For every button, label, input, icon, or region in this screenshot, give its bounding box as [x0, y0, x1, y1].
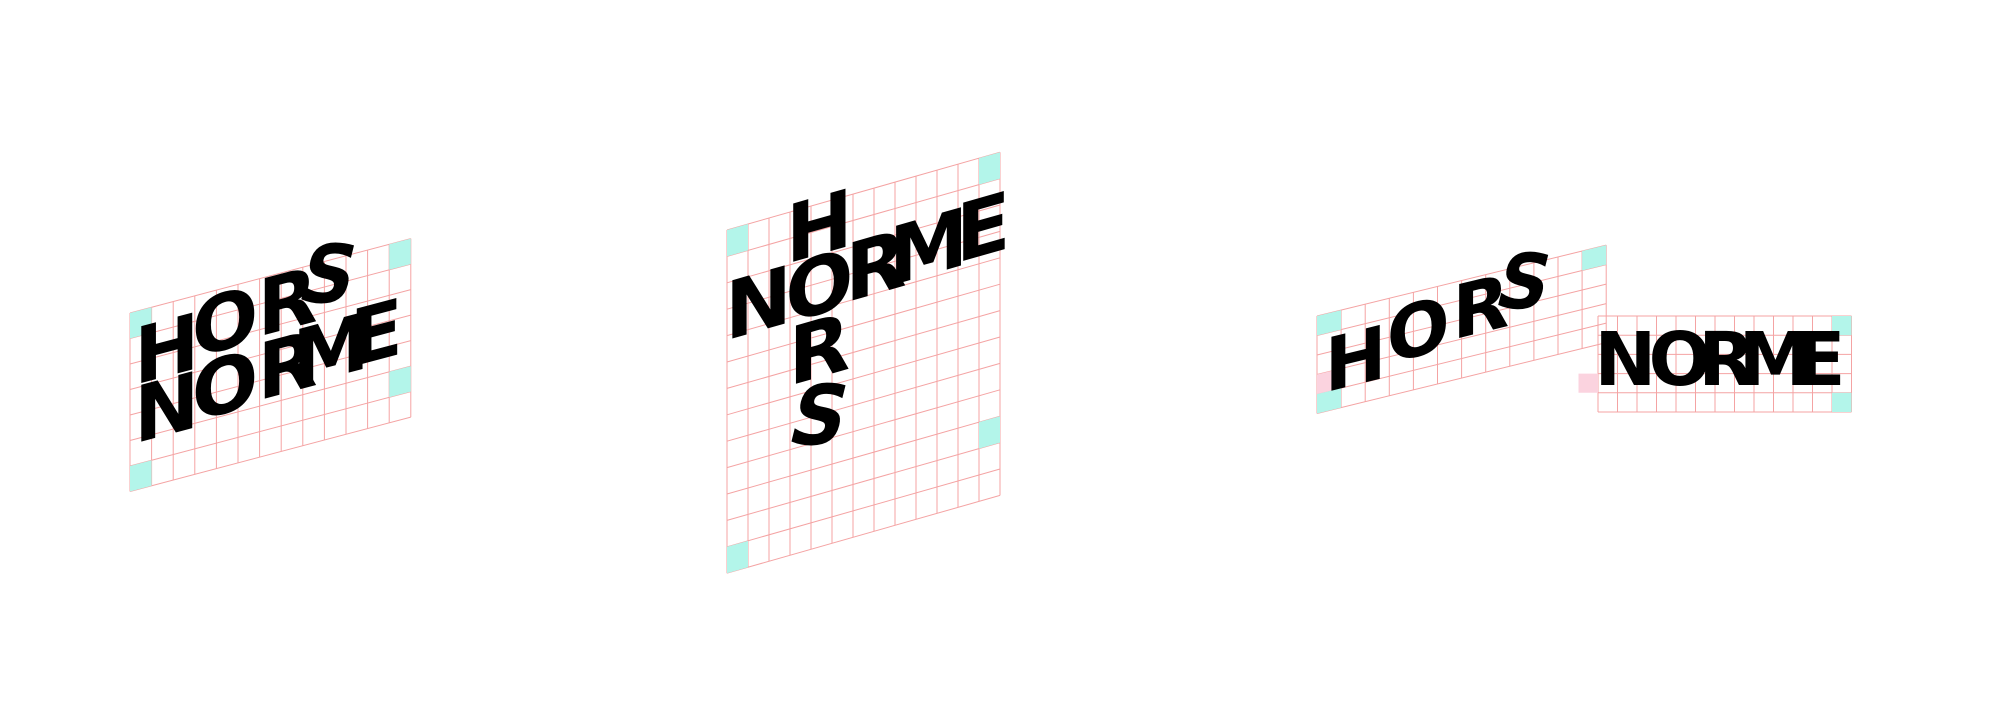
corner-marker: [1582, 245, 1607, 271]
grid-row-line: [129, 314, 411, 390]
letter-o: O: [1387, 279, 1450, 381]
letter-r: R: [789, 295, 851, 406]
letter-m: M: [292, 294, 370, 406]
secondary-marker: [1578, 373, 1598, 393]
letter-m: M: [889, 190, 969, 306]
letter-o: O: [1648, 317, 1711, 403]
letter-n: N: [1594, 317, 1656, 403]
corner-marker: [1317, 388, 1342, 414]
letter-h: H: [1325, 308, 1387, 410]
letter-e: E: [956, 174, 1011, 283]
letter-e: E: [1795, 317, 1846, 403]
grid-row-line: [726, 310, 1001, 389]
grid-row-line: [726, 151, 1001, 231]
corner-marker: [389, 366, 411, 398]
corner-marker: [389, 238, 411, 270]
corner-marker: [130, 307, 152, 339]
grid-row-line: [129, 365, 411, 441]
grid-row-line: [129, 238, 411, 314]
grid-row-line: [726, 415, 1001, 495]
grid-row-line: [129, 289, 411, 365]
letter-r: R: [845, 211, 907, 322]
letter-r: R: [258, 312, 318, 419]
letter-h: H: [786, 171, 853, 283]
grid-inline-slanted: [1316, 244, 1607, 414]
corner-marker: [130, 460, 152, 492]
corner-marker: [979, 152, 1000, 185]
grid-row-line: [129, 391, 411, 467]
grid-row-line: [726, 442, 1001, 521]
grid-inline-straight: [1578, 315, 1852, 413]
grid-row-line: [129, 263, 411, 339]
letter-h: H: [134, 295, 199, 404]
grid-row-line: [726, 257, 1001, 337]
grid-row-line: [726, 362, 1001, 442]
corner-marker: [1832, 316, 1852, 336]
secondary-marker: [1317, 368, 1342, 394]
grid-row-line: [726, 389, 1001, 469]
corner-marker: [727, 224, 748, 257]
letter-o: O: [785, 231, 853, 344]
letter-n: N: [725, 248, 792, 360]
letter-m: M: [1739, 317, 1813, 403]
letter-s: S: [1487, 237, 1561, 327]
corner-marker: [727, 540, 748, 574]
grid-row-line: [726, 178, 1001, 257]
grid-crossword: [726, 151, 1001, 574]
grid-stacked: [129, 238, 412, 492]
letter-e: E: [350, 280, 403, 386]
corner-marker: [1317, 310, 1342, 336]
letter-n: N: [134, 353, 199, 462]
letter-r: R: [1452, 257, 1509, 358]
letter-r: R: [1698, 317, 1755, 403]
letter-o: O: [192, 268, 258, 377]
grid-row-line: [726, 283, 1001, 363]
corner-marker: [979, 416, 1000, 449]
grid-row-line: [129, 416, 411, 492]
grid-row-line: [726, 494, 1001, 574]
grid-row-line: [726, 468, 1001, 548]
letter-r: R: [258, 248, 318, 355]
grid-row-line: [726, 204, 1001, 284]
corner-marker: [1832, 392, 1852, 412]
grid-row-line: [726, 230, 1001, 310]
grid-row-line: [726, 336, 1001, 416]
letter-o: O: [192, 332, 258, 441]
grid-row-line: [129, 340, 411, 416]
